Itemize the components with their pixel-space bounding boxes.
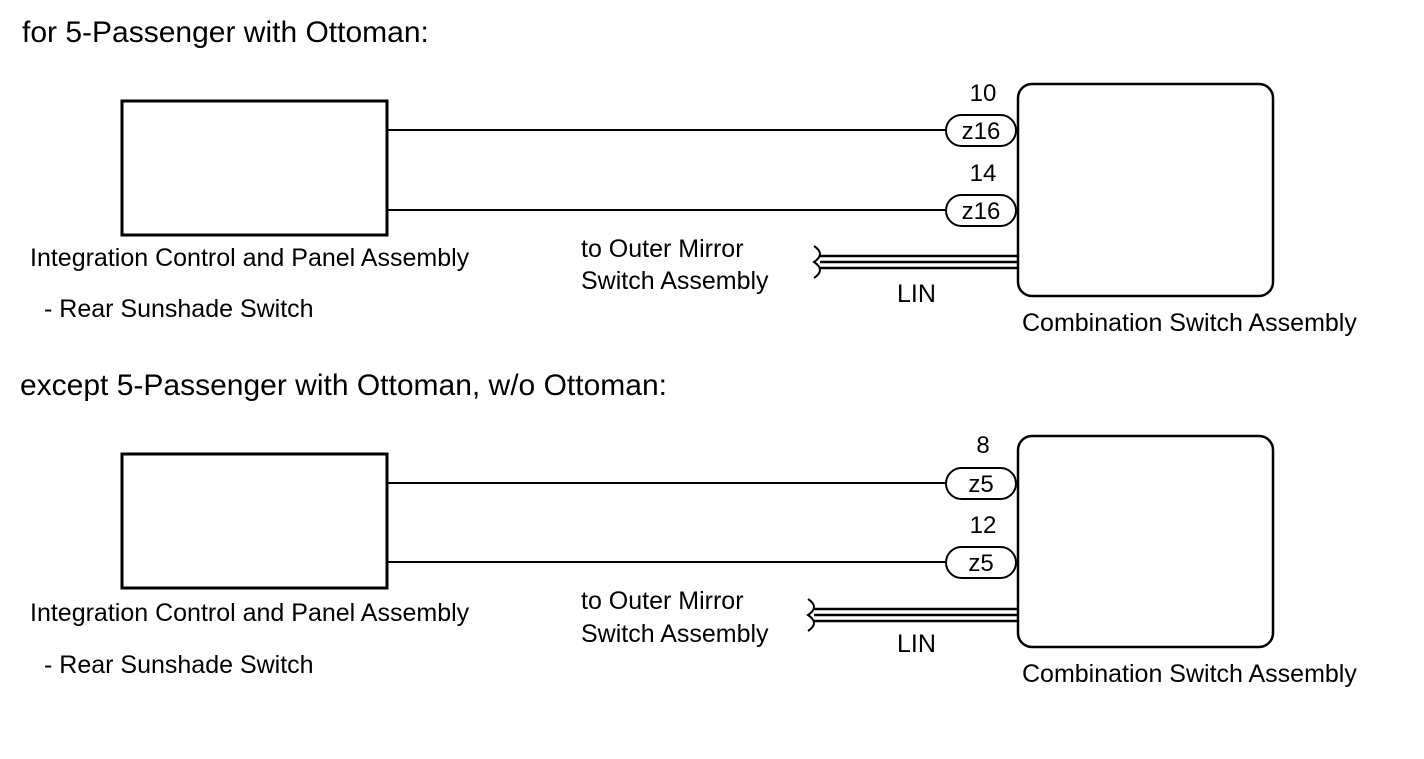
integration-control-label: Integration Control and Panel Assembly <box>30 599 470 627</box>
connector-tag <box>945 546 1017 579</box>
pin-number: 12 <box>970 512 997 539</box>
section-title: for 5-Passenger with Ottoman: <box>22 16 429 49</box>
connector-code: z16 <box>962 118 1001 145</box>
integration-control-label: Integration Control and Panel Assembly <box>30 244 470 272</box>
integration-control-box <box>120 452 389 590</box>
section-title: except 5-Passenger with Ottoman, w/o Ott… <box>20 369 667 402</box>
rear-sunshade-switch-label: - Rear Sunshade Switch <box>44 295 314 323</box>
combination-switch-label: Combination Switch Assembly <box>1022 309 1357 337</box>
combination-switch-box <box>1016 82 1275 298</box>
connector-tag <box>945 194 1017 227</box>
lin-label: LIN <box>897 630 936 658</box>
to-outer-mirror-label: to Outer Mirror <box>581 587 744 615</box>
combination-switch-box <box>1016 434 1275 649</box>
connector-code: z5 <box>968 471 993 498</box>
switch-assembly-label: Switch Assembly <box>581 267 769 295</box>
lin-bus <box>812 245 1018 279</box>
rear-sunshade-switch-label: - Rear Sunshade Switch <box>44 651 314 679</box>
lin-bus <box>806 598 1018 632</box>
integration-control-box <box>120 99 389 237</box>
connector-code: z5 <box>968 550 993 577</box>
connector-tag <box>945 467 1017 500</box>
pin-number: 14 <box>970 160 997 187</box>
pin-number: 10 <box>970 80 997 107</box>
wire-break-mark <box>812 245 821 279</box>
section-2: except 5-Passenger with Ottoman, w/o Ott… <box>20 369 1357 688</box>
wire-break-mark <box>806 598 815 632</box>
pin-number: 8 <box>976 432 989 459</box>
connector-tag <box>945 114 1017 147</box>
lin-label: LIN <box>897 280 936 308</box>
section-1: for 5-Passenger with Ottoman: Integratio… <box>22 16 1357 337</box>
to-outer-mirror-label: to Outer Mirror <box>581 235 744 263</box>
combination-switch-label: Combination Switch Assembly <box>1022 660 1357 688</box>
switch-assembly-label: Switch Assembly <box>581 620 769 648</box>
connector-code: z16 <box>962 198 1001 225</box>
